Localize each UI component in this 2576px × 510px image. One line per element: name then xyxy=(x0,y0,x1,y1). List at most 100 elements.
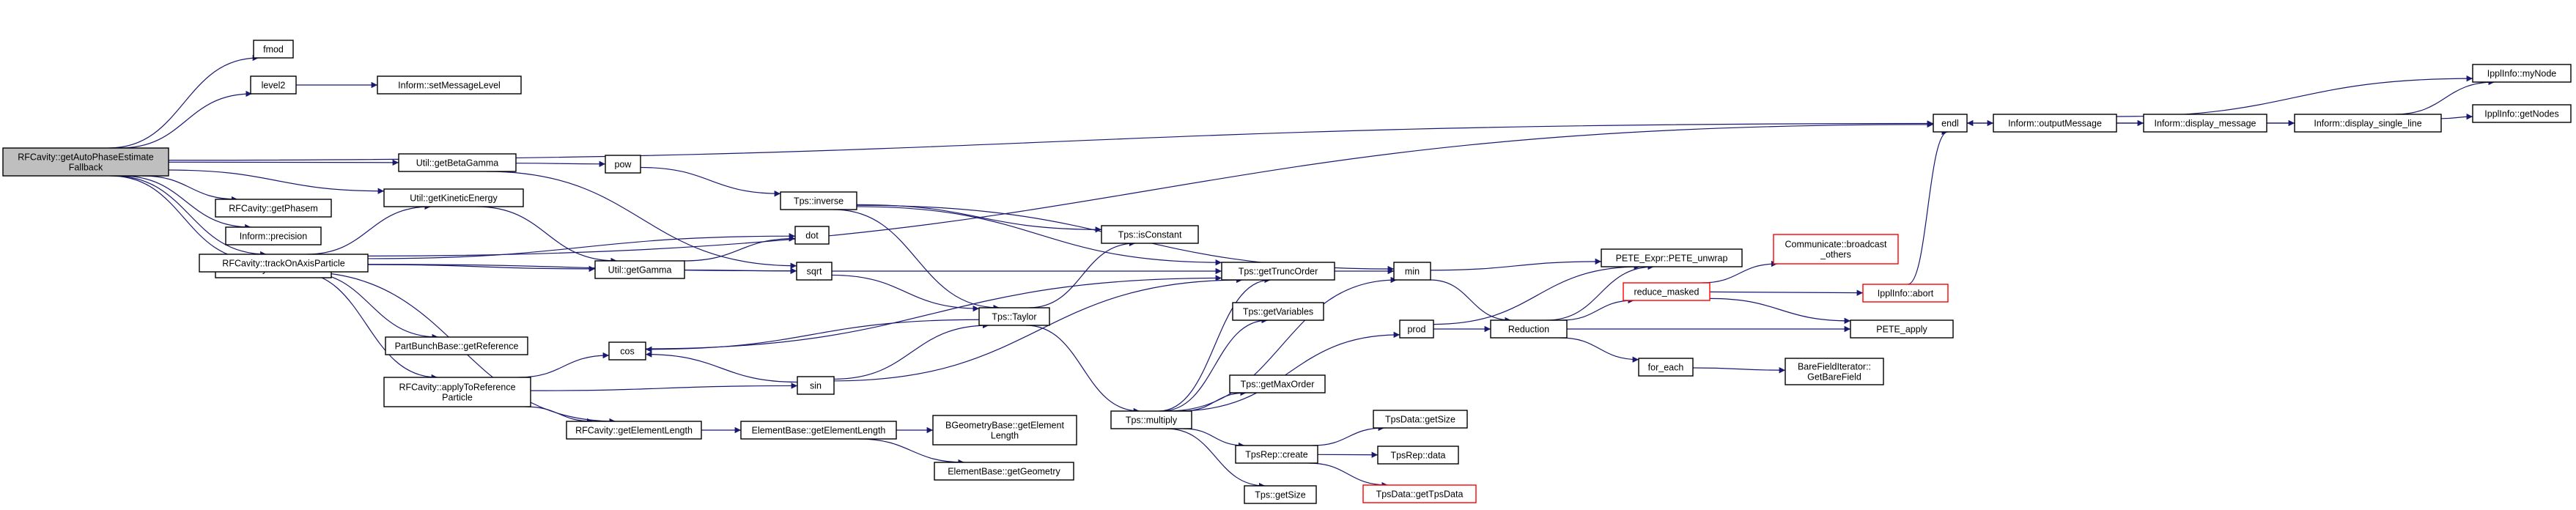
node-rfcavity-trackonaxisparticle[interactable]: RFCavity::trackOnAxisParticle xyxy=(199,254,369,273)
node-label: dot xyxy=(805,231,819,241)
node-min[interactable]: min xyxy=(1393,262,1431,281)
node-label: sqrt xyxy=(807,267,822,277)
edge-n0-to-n2 xyxy=(119,90,252,149)
node-sin[interactable]: sin xyxy=(797,376,835,395)
edge-n31-to-n21 xyxy=(645,275,1222,350)
node-box xyxy=(1933,114,1968,133)
node-box xyxy=(796,262,833,281)
node-label: IpplInfo::myNode xyxy=(2487,69,2557,79)
node-rfcavity-getphasem[interactable]: RFCavity::getPhasem xyxy=(215,199,332,218)
node-box xyxy=(1377,446,1459,465)
node-box xyxy=(1785,358,1884,385)
node-barefielditerator-getbarefield[interactable]: BareFieldIterator::GetBareField xyxy=(1785,358,1884,385)
node-label: min xyxy=(1405,267,1420,277)
node-tpsdata-getsize[interactable]: TpsData::getSize xyxy=(1373,410,1468,429)
node-ipplinfo-mynode[interactable]: IpplInfo::myNode xyxy=(2472,64,2572,83)
edge-n0-to-n18 xyxy=(110,175,258,264)
node-box xyxy=(2143,114,2267,133)
node-inform-outputmessage[interactable]: Inform::outputMessage xyxy=(1993,114,2117,133)
node-tps-isconstant[interactable]: Tps::isConstant xyxy=(1101,225,1199,244)
node-label: RFCavity::getAutoPhaseEstimate xyxy=(18,152,154,163)
node-fmod[interactable]: fmod xyxy=(253,40,294,59)
node-pete-apply[interactable]: PETE_apply xyxy=(1850,319,1954,339)
node-label: Communicate::broadcast xyxy=(1785,240,1887,250)
edge-n27-to-n34 xyxy=(1709,298,1851,325)
node-elementbase-getelementlength[interactable]: ElementBase::getElementLength xyxy=(740,421,897,440)
node-label: BareFieldIterator:: xyxy=(1798,362,1871,372)
node-tpsdata-gettpsdata[interactable]: TpsData::getTpsData xyxy=(1362,484,1477,503)
node-box xyxy=(385,336,528,355)
node-tps-gettruncorder[interactable]: Tps::getTruncOrder xyxy=(1221,262,1335,281)
node-box xyxy=(978,307,1050,326)
node-label: PETE_apply xyxy=(1876,325,1927,335)
node-communicate-broadcast-others[interactable]: Communicate::broadcast_others xyxy=(1773,234,1899,265)
node-label: Length xyxy=(991,431,1019,441)
node-tps-multiply[interactable]: Tps::multiply xyxy=(1110,410,1192,429)
edge-n0-to-n10 xyxy=(142,175,238,203)
node-ipplinfo-abort[interactable]: IpplInfo::abort xyxy=(1862,284,1949,303)
node-pete-expr-pete-unwrap[interactable]: PETE_Expr::PETE_unwrap xyxy=(1601,248,1743,267)
node-label: for_each xyxy=(1648,363,1684,373)
node-reduction[interactable]: Reduction xyxy=(1490,319,1568,339)
node-label: TpsData::getTpsData xyxy=(1376,489,1464,500)
edge-n28-to-n4 xyxy=(1907,128,1949,285)
edge-n36-to-n26 xyxy=(833,322,989,380)
node-tpsrep-data[interactable]: TpsRep::data xyxy=(1377,446,1459,465)
node-box xyxy=(383,377,531,407)
node-box xyxy=(2,147,169,177)
node-tps-getvariables[interactable]: Tps::getVariables xyxy=(1232,302,1324,321)
node-inform-display-message[interactable]: Inform::display_message xyxy=(2143,114,2267,133)
node-label: PETE_Expr::PETE_unwrap xyxy=(1616,254,1728,264)
node-inform-display-single-line[interactable]: Inform::display_single_line xyxy=(2294,114,2442,133)
node-cos[interactable]: cos xyxy=(608,341,646,361)
node-tps-getsize[interactable]: Tps::getSize xyxy=(1244,485,1317,504)
edge-n22-to-n33 xyxy=(1430,279,1511,324)
edge-n43-to-n21 xyxy=(1159,276,1271,412)
node-label: Tps::getVariables xyxy=(1243,307,1313,317)
node-label: RFCavity::getPhasem xyxy=(229,204,318,214)
node-tpsrep-create[interactable]: TpsRep::create xyxy=(1235,445,1318,464)
node-label: prod xyxy=(1407,325,1425,335)
node-inform-precision[interactable]: Inform::precision xyxy=(225,226,322,245)
node-box xyxy=(932,415,1077,446)
edge-n43-to-n22 xyxy=(1167,276,1397,412)
node-rfcavity-getelementlength[interactable]: RFCavity::getElementLength xyxy=(566,421,702,440)
node-endl[interactable]: endl xyxy=(1933,114,1968,133)
node-pow[interactable]: pow xyxy=(605,155,641,174)
edge-n25-to-n14 xyxy=(306,203,431,255)
node-tps-getmaxorder[interactable]: Tps::getMaxOrder xyxy=(1229,374,1326,393)
node-tps-inverse[interactable]: Tps::inverse xyxy=(780,191,857,210)
node-box xyxy=(1244,485,1317,504)
node-dot[interactable]: dot xyxy=(794,226,830,245)
node-util-getgamma[interactable]: Util::getGamma xyxy=(594,260,685,279)
node-partbunchbase-getreference[interactable]: PartBunchBase::getReference xyxy=(385,336,528,355)
node-for-each[interactable]: for_each xyxy=(1638,358,1694,377)
edge-n45-to-n44 xyxy=(1312,424,1385,446)
node-inform-setmessagelevel[interactable]: Inform::setMessageLevel xyxy=(377,75,522,95)
node-box xyxy=(1393,262,1431,281)
node-ipplinfo-getnodes[interactable]: IpplInfo::getNodes xyxy=(2472,104,2572,123)
node-box xyxy=(797,376,835,395)
node-sqrt[interactable]: sqrt xyxy=(796,262,833,281)
edge-n25-to-n4 xyxy=(367,121,1934,256)
node-reduce-masked[interactable]: reduce_masked xyxy=(1623,282,1710,301)
node-bgeometrybase-getelement-length[interactable]: BGeometryBase::getElementLength xyxy=(932,415,1077,446)
node-box xyxy=(383,188,524,207)
node-level2[interactable]: level2 xyxy=(250,75,297,95)
node-prod[interactable]: prod xyxy=(1399,319,1434,339)
node-elementbase-getgeometry[interactable]: ElementBase::getGeometry xyxy=(934,462,1074,481)
node-label: TpsRep::data xyxy=(1390,451,1445,461)
node-box xyxy=(2472,104,2572,123)
node-label: Inform::display_single_line xyxy=(2314,119,2421,129)
edge-n7-to-n9 xyxy=(2440,113,2473,120)
edge-n13-to-n26 xyxy=(833,209,1000,311)
node-util-getbetagamma[interactable]: Util::getBetaGamma xyxy=(398,153,517,172)
node-tps-taylor[interactable]: Tps::Taylor xyxy=(978,307,1050,326)
node-box xyxy=(608,341,646,361)
edge-n35-to-n36 xyxy=(530,382,798,391)
edge-n35-to-n31 xyxy=(517,352,610,378)
node-box xyxy=(1623,282,1710,301)
node-util-getkineticenergy[interactable]: Util::getKineticEnergy xyxy=(383,188,524,207)
